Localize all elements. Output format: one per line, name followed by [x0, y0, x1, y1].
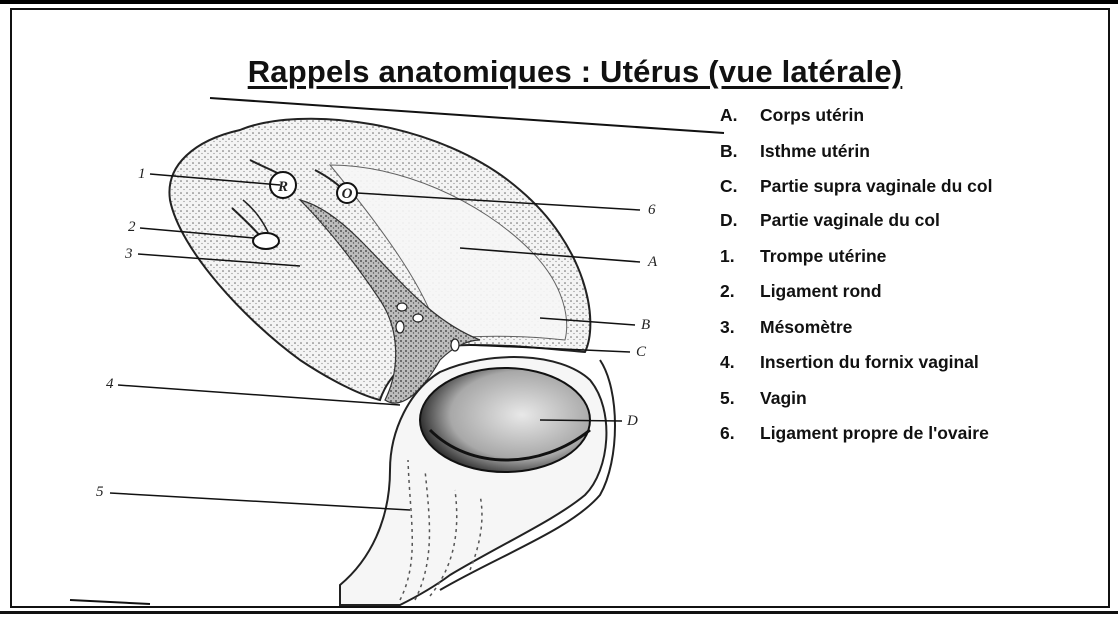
- legend-text: Ligament propre de l'ovaire: [760, 422, 1110, 444]
- legend-key: 3.: [720, 316, 760, 338]
- legend-item: 6.Ligament propre de l'ovaire: [720, 422, 1110, 444]
- figure-label-5: 5: [96, 484, 104, 500]
- circle-label-o: O: [342, 186, 353, 202]
- legend-key: 5.: [720, 387, 760, 409]
- legend-key: 1.: [720, 245, 760, 267]
- figure-label-1: 1: [138, 166, 146, 182]
- figure-label-4: 4: [106, 376, 114, 392]
- figure-label-a: A: [647, 254, 658, 270]
- legend-item: 2.Ligament rond: [720, 280, 1110, 302]
- legend-key: A.: [720, 104, 760, 126]
- legend-text: Isthme utérin: [760, 140, 1110, 162]
- legend-list: A.Corps utérin B.Isthme utérin C.Partie …: [720, 104, 1110, 458]
- figure-label-d: D: [626, 413, 638, 429]
- round-ligament-oval: [253, 233, 279, 249]
- figure-label-2: 2: [128, 219, 136, 235]
- legend-key: 4.: [720, 351, 760, 373]
- legend-text: Partie supra vaginale du col: [760, 175, 1110, 197]
- legend-text: Partie vaginale du col: [760, 209, 1110, 231]
- legend-item: 5.Vagin: [720, 387, 1110, 409]
- leader-d: [540, 420, 622, 421]
- legend-text: Corps utérin: [760, 104, 1110, 126]
- legend-item: 1.Trompe utérine: [720, 245, 1110, 267]
- legend-item: C.Partie supra vaginale du col: [720, 175, 1110, 197]
- legend-key: C.: [720, 175, 760, 197]
- legend-key: B.: [720, 140, 760, 162]
- vessel: [451, 339, 459, 351]
- legend-text: Ligament rond: [760, 280, 1110, 302]
- legend-key: 2.: [720, 280, 760, 302]
- legend-item: D.Partie vaginale du col: [720, 209, 1110, 231]
- legend-item: B.Isthme utérin: [720, 140, 1110, 162]
- figure-label-3: 3: [124, 246, 133, 262]
- legend-key: 6.: [720, 422, 760, 444]
- scan-mark: [70, 600, 150, 604]
- vessel: [397, 303, 407, 311]
- legend-item: A.Corps utérin: [720, 104, 1110, 126]
- figure-label-b: B: [641, 317, 650, 333]
- legend-text: Mésomètre: [760, 316, 1110, 338]
- figure-label-c: C: [636, 344, 647, 360]
- vessel: [413, 314, 423, 322]
- legend-key: D.: [720, 209, 760, 231]
- legend-item: 3.Mésomètre: [720, 316, 1110, 338]
- figure-label-6: 6: [648, 202, 656, 218]
- legend-text: Trompe utérine: [760, 245, 1110, 267]
- leader-5: [110, 493, 410, 510]
- vessel: [396, 321, 404, 333]
- circle-label-r: R: [277, 179, 288, 195]
- legend-text: Insertion du fornix vaginal: [760, 351, 1110, 373]
- legend-text: Vagin: [760, 387, 1110, 409]
- legend-item: 4.Insertion du fornix vaginal: [720, 351, 1110, 373]
